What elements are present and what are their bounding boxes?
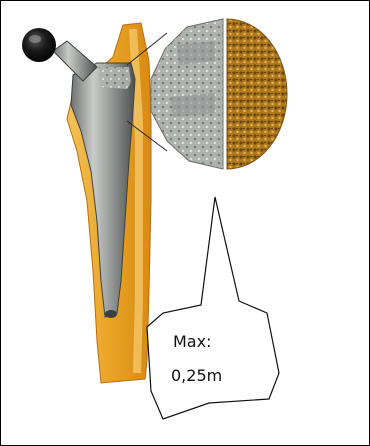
callout-line-2: 0,25m [171,366,222,385]
femoral-head-ball [22,28,56,62]
magnified-bone-ingrowth [227,19,287,169]
callout-bubble: Max: 0,25m [147,197,279,419]
callout-line-1: Max: [173,332,211,351]
